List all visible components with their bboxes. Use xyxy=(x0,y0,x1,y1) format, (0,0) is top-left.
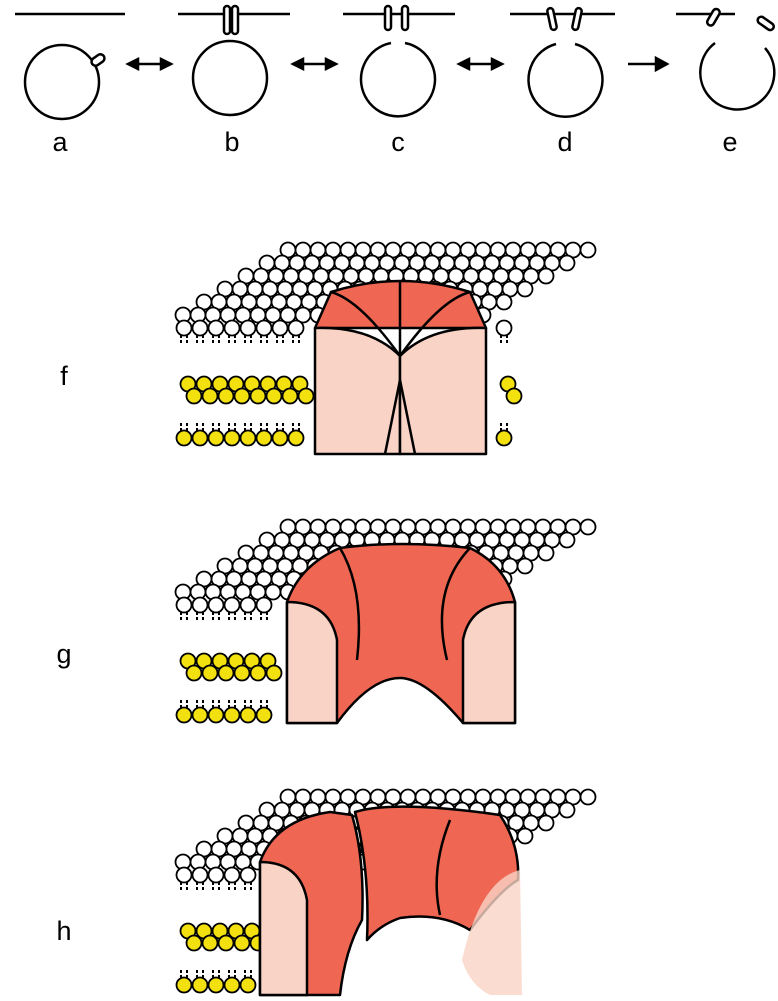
lipid-head xyxy=(241,970,256,993)
lipid-head xyxy=(241,321,256,344)
label-h: h xyxy=(56,916,71,946)
lipid-head xyxy=(257,321,272,344)
lipid-head xyxy=(257,423,272,446)
lipid-head xyxy=(193,598,208,621)
vesicle-b xyxy=(178,6,290,115)
lipid-head xyxy=(193,970,208,993)
lipid-head xyxy=(225,321,240,344)
lipid-head xyxy=(177,598,192,621)
lipid-head xyxy=(257,700,272,723)
label-g: g xyxy=(56,639,71,669)
label-a: a xyxy=(52,127,68,157)
lipid-head xyxy=(225,868,240,891)
protein-left-half xyxy=(260,862,307,995)
lipid-head xyxy=(193,321,208,344)
lipid-head xyxy=(241,598,256,621)
lipid-head xyxy=(177,423,192,446)
lipid-head xyxy=(193,700,208,723)
vesicle-e xyxy=(676,8,775,110)
lipid-head xyxy=(177,970,192,993)
lipid-head xyxy=(241,868,256,891)
lipid-head xyxy=(560,533,575,548)
lipid-head xyxy=(581,520,596,535)
lipid-head xyxy=(209,700,224,723)
lipid-head xyxy=(225,970,240,993)
protein-left-half xyxy=(287,602,337,723)
lipid-head xyxy=(225,700,240,723)
label-c: c xyxy=(391,127,405,157)
lipid-head xyxy=(257,598,272,621)
lipid-head xyxy=(177,700,192,723)
lipid-head xyxy=(497,321,512,344)
arrows xyxy=(128,58,667,70)
vesicle-a xyxy=(15,14,125,119)
panel-h-protein xyxy=(260,807,522,995)
lipid-head xyxy=(518,829,533,844)
lipid-head xyxy=(581,790,596,805)
lipid-head xyxy=(209,598,224,621)
lipid-head xyxy=(209,868,224,891)
lipid-head xyxy=(560,803,575,818)
label-e: e xyxy=(722,127,737,157)
arrow-a-b xyxy=(128,59,171,69)
protein-left-half xyxy=(315,328,400,454)
arrow-b-c xyxy=(293,59,336,69)
protein-right-half xyxy=(400,328,486,454)
lipid-head xyxy=(273,321,288,344)
lipid-head xyxy=(267,666,282,681)
arrow-c-d xyxy=(459,59,502,69)
panel-f-protein xyxy=(315,281,486,454)
lipid-head xyxy=(560,256,575,271)
lipid-head xyxy=(581,243,596,258)
lipid-head xyxy=(209,423,224,446)
lipid-head xyxy=(225,598,240,621)
panel-g-protein xyxy=(287,544,515,723)
lipid-head xyxy=(266,585,281,600)
lipid-head xyxy=(241,423,256,446)
lipid-head xyxy=(225,423,240,446)
lipid-head xyxy=(177,321,192,344)
lipid-head xyxy=(241,700,256,723)
lipid-head xyxy=(539,816,554,831)
lipid-head xyxy=(273,423,288,446)
lipid-head xyxy=(289,321,304,344)
lipid-head xyxy=(497,295,512,310)
vesicle-d xyxy=(510,8,615,117)
lipid-head xyxy=(209,321,224,344)
vesicle-c xyxy=(343,6,455,116)
lipid-head xyxy=(518,559,533,574)
lipid-head xyxy=(518,282,533,297)
label-d: d xyxy=(557,127,572,157)
lipid-head xyxy=(289,423,304,446)
lipid-head xyxy=(209,970,224,993)
lipid-head xyxy=(193,868,208,891)
lipid-head xyxy=(539,269,554,284)
protein-right-half xyxy=(463,602,515,723)
lipid-head xyxy=(539,546,554,561)
lipid-head xyxy=(177,868,192,891)
arrow-d-e xyxy=(628,58,667,70)
label-b: b xyxy=(224,127,239,157)
lipid-head xyxy=(507,389,522,404)
lipid-head xyxy=(193,423,208,446)
label-f: f xyxy=(60,361,68,391)
lipid-head xyxy=(497,423,512,446)
lipid-head xyxy=(299,389,314,404)
